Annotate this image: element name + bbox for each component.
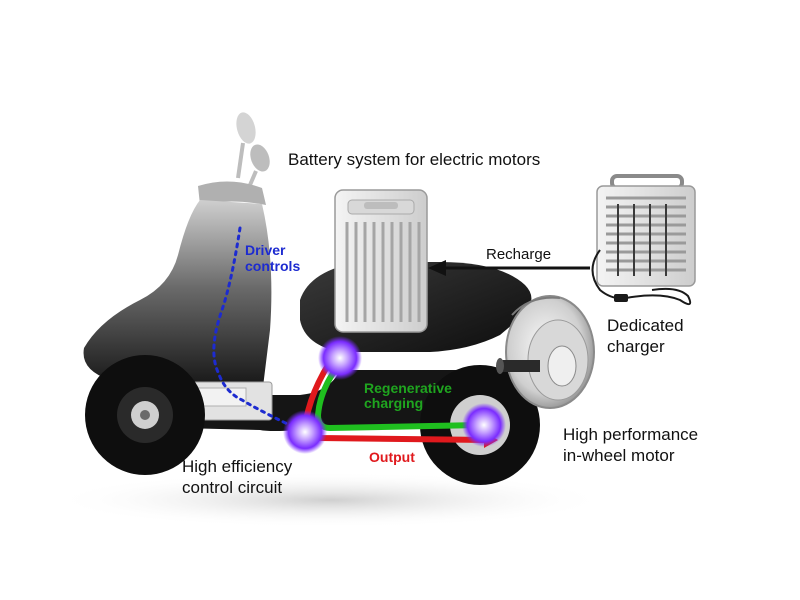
in-wheel-motor-icon [496, 295, 595, 409]
control-circuit-label-line: High efficiency [182, 457, 293, 476]
in-wheel-motor-label-line: in-wheel motor [563, 446, 675, 466]
scooter-front-fairing [83, 200, 272, 395]
mirror-icon [236, 112, 270, 186]
dedicated-charger-label-line: Dedicated [607, 316, 684, 335]
battery-node [318, 336, 362, 380]
output-label: Output [369, 449, 415, 465]
dedicated-charger-label: Dedicated charger [607, 315, 684, 358]
front-wheel [85, 355, 205, 475]
driver-controls-label-line: controls [245, 258, 301, 275]
recharge-label: Recharge [486, 246, 552, 263]
dedicated-charger-label-line: charger [607, 337, 665, 357]
in-wheel-motor-label-line: High performance [563, 425, 699, 444]
control-circuit-node [283, 410, 327, 454]
battery-pack-icon [334, 189, 428, 333]
control-circuit-label: High efficiency control circuit [182, 456, 292, 499]
control-circuit-label-line: control circuit [182, 478, 283, 498]
in-wheel-motor-label: High performance in-wheel motor [563, 424, 698, 467]
handlebar [198, 181, 266, 205]
regenerative-charging-label: Regenerative charging [364, 380, 452, 412]
recharge-arrow [428, 260, 590, 276]
ground-shadow [50, 472, 610, 528]
battery-system-title: Battery system for electric motors [288, 150, 541, 169]
driver-controls-label-line: Driver [245, 242, 286, 258]
driver-controls-label: Driver controls [245, 242, 300, 274]
motor-node [462, 403, 506, 447]
charger-icon [591, 174, 696, 306]
regenerative-charging-label-line: Regenerative [364, 380, 452, 396]
regenerative-charging-label-line: charging [364, 395, 424, 412]
driver-controls-line [212, 226, 302, 432]
